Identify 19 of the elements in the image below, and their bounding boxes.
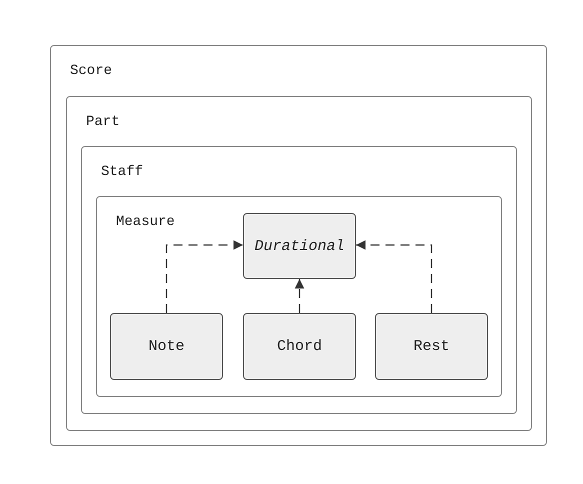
- container-box: [96, 196, 502, 397]
- container-label: Measure: [116, 214, 175, 230]
- class-name: Durational: [254, 238, 344, 254]
- class-box: [375, 313, 488, 380]
- container-label: Score: [70, 63, 112, 79]
- dashed-arrow: [356, 240, 432, 313]
- dashed-arrow: [294, 279, 304, 313]
- container-box: [50, 45, 547, 446]
- container-box: [66, 96, 532, 431]
- class-name: Chord: [276, 338, 322, 355]
- class-name: Note: [148, 338, 184, 355]
- dashed-arrow: [166, 240, 243, 313]
- class-box: [110, 313, 223, 380]
- container-label: Staff: [101, 164, 144, 180]
- class-box: [243, 313, 356, 380]
- class-name: Rest: [413, 338, 450, 355]
- container-box: [81, 146, 517, 414]
- container-label: Part: [86, 114, 120, 130]
- class-box: [243, 213, 356, 279]
